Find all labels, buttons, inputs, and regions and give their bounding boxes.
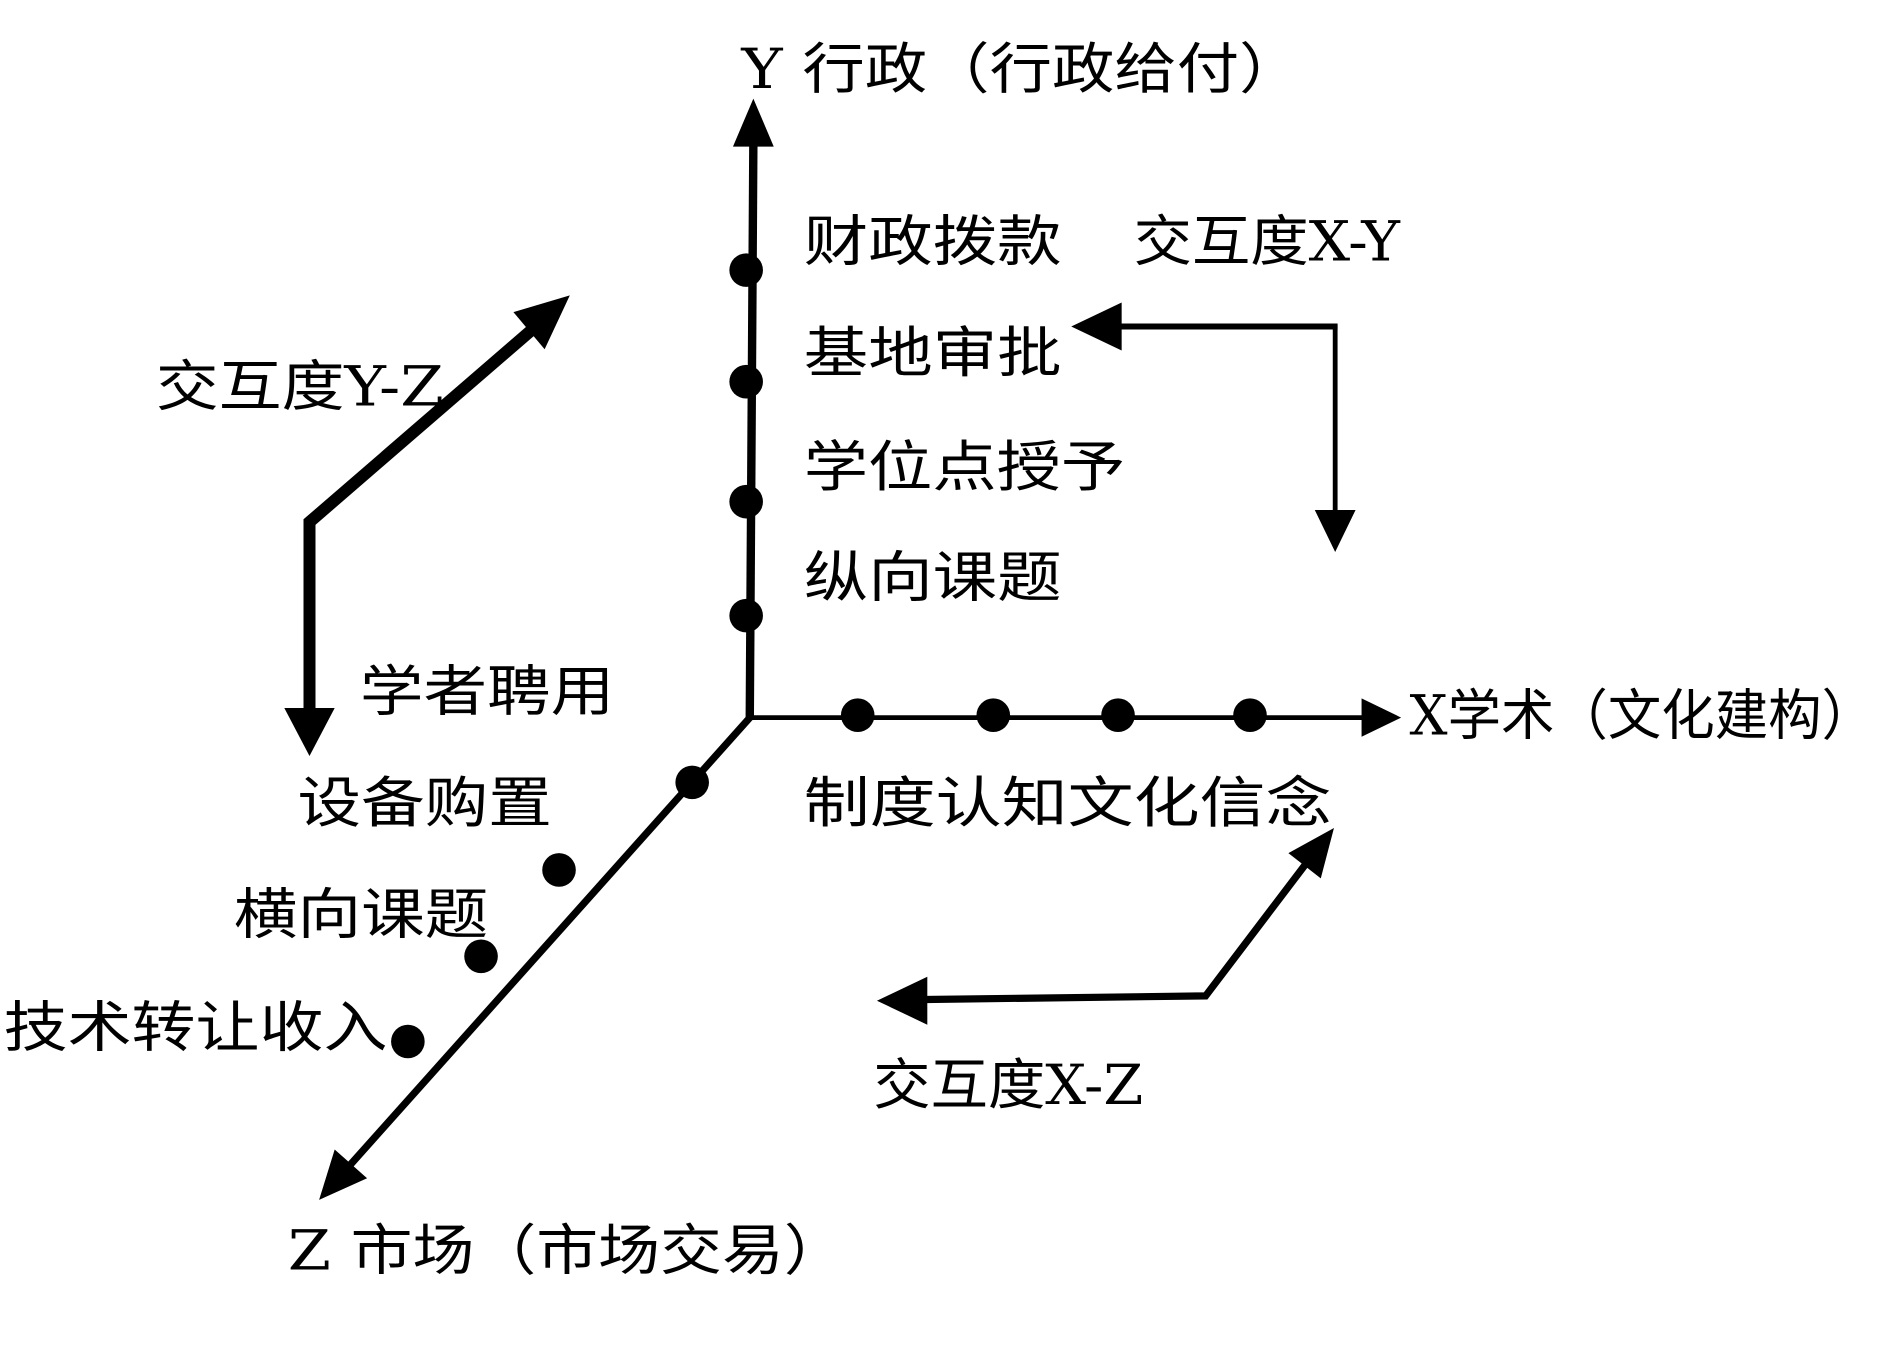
y-item-label: 纵向课题 [804, 546, 1062, 610]
x-axis-arrowhead [1361, 698, 1402, 737]
xy-arrow-down-head [1314, 510, 1356, 553]
xz-arrow-left-head [876, 976, 928, 1025]
y-axis-points [729, 253, 763, 633]
z-item-label: 技术转让收入 [4, 996, 388, 1060]
z-item-label: 设备购置 [298, 772, 552, 836]
interaction-yz-arrows [284, 295, 570, 756]
y-point [729, 253, 763, 287]
z-point [464, 939, 498, 974]
x-item-label: 制度认知文化信念 [804, 772, 1332, 836]
x-axis-points [840, 698, 1267, 732]
xz-arrow-line [926, 859, 1311, 1004]
yz-arrow-up-head [513, 295, 570, 350]
xy-arrow-left-head [1071, 302, 1122, 351]
y-axis-line [745, 141, 758, 721]
y-item-label: 学位点授予 [804, 436, 1125, 500]
z-item-label: 横向课题 [234, 884, 488, 948]
interaction-xy-label: 交互度X-Y [1134, 211, 1401, 275]
x-point [976, 698, 1011, 732]
y-point [729, 598, 763, 633]
x-point [1101, 698, 1135, 732]
y-point [729, 364, 763, 399]
z-axis-label: Z 市场（市场交易） [288, 1219, 846, 1283]
y-point [729, 484, 763, 519]
y-item-label: 基地审批 [804, 322, 1062, 386]
y-axis-label: Y 行政（行政给付） [740, 38, 1301, 102]
interaction-xz-label: 交互度X-Z [873, 1054, 1143, 1118]
z-axis-arrowhead [319, 1149, 368, 1200]
x-point [840, 698, 875, 732]
y-axis-arrowhead [732, 98, 774, 147]
yz-arrow-line [303, 318, 544, 714]
interaction-yz-label: 交互度Y-Z [156, 356, 444, 420]
z-point [675, 765, 709, 800]
z-point [542, 853, 576, 887]
xz-arrow-up-head [1288, 827, 1334, 879]
z-item-label: 学者聘用 [360, 660, 614, 724]
interaction-xy-arrows [1071, 302, 1356, 553]
x-axis-label: X学术（文化建构） [1410, 684, 1875, 748]
yz-arrow-down-head [284, 707, 335, 756]
z-axis-points [391, 765, 709, 1059]
x-point [1233, 698, 1267, 732]
interaction-xz-arrows [876, 827, 1334, 1025]
y-item-label: 财政拨款 [804, 211, 1062, 275]
z-point [391, 1024, 425, 1059]
